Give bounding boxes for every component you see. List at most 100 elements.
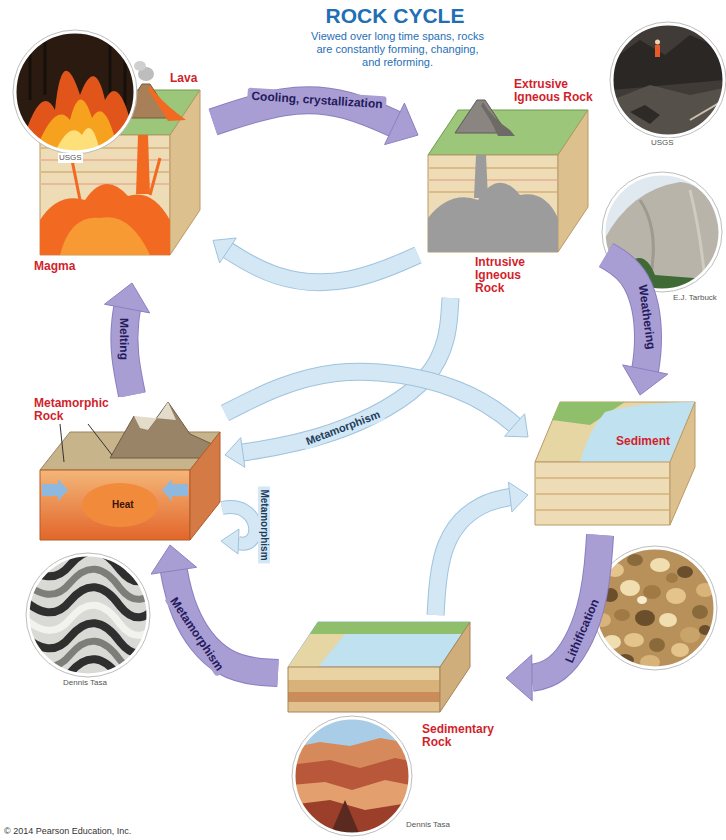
canyon-photo xyxy=(290,715,415,837)
grain-photo xyxy=(671,643,689,657)
canyon-photo xyxy=(290,758,415,835)
scene-node: Sedimentary Rock xyxy=(278,615,506,780)
arrow-head xyxy=(508,482,528,512)
coast-block xyxy=(535,509,670,511)
canyon-photo xyxy=(290,738,415,835)
credit-note: © 2014 Pearson Education, Inc. xyxy=(4,826,131,837)
fire-photo xyxy=(29,30,32,100)
cycle-arrow xyxy=(225,372,528,437)
canyon-photo xyxy=(290,780,415,835)
canyon-photo xyxy=(290,715,415,837)
grain-photo xyxy=(649,638,665,652)
grain-photo xyxy=(637,596,647,604)
grain-photo xyxy=(627,554,643,566)
grain-photo xyxy=(624,633,644,647)
photo-ring xyxy=(13,30,137,154)
rock-label: Heat xyxy=(110,499,136,510)
process-label: Metamorphism xyxy=(164,591,229,677)
rock-label: Metamorphic Rock xyxy=(32,397,126,423)
dome-photo xyxy=(690,190,705,280)
grain-photo xyxy=(666,573,678,583)
grain-photo xyxy=(620,580,640,596)
scene-node: LavaMagma xyxy=(28,70,213,283)
rock-label: Intrusive Igneous Rock xyxy=(473,256,537,295)
strata-block xyxy=(288,634,345,667)
fire-photo xyxy=(10,28,140,160)
coast-block xyxy=(670,402,695,525)
arrow-outline xyxy=(225,372,528,437)
strata-block xyxy=(288,680,440,692)
flow-field-photo xyxy=(655,40,660,45)
volcano-block xyxy=(134,61,146,71)
volcano-block xyxy=(40,135,170,255)
volcano-block xyxy=(150,158,160,195)
fire-photo xyxy=(20,71,135,160)
igneous-block xyxy=(428,155,558,252)
mountain-block xyxy=(82,483,158,527)
scene-node: Extrusive Igneous RockIntrusive Igneous … xyxy=(418,76,606,298)
igneous-block xyxy=(428,100,588,252)
process-label: Lithification xyxy=(560,593,605,669)
cycle-arrow xyxy=(105,283,150,395)
photo-ring xyxy=(28,555,148,675)
grain-photo xyxy=(692,605,708,619)
credit-note: E.J. Tarbuck xyxy=(672,293,718,303)
mountain-block xyxy=(190,432,220,540)
credit-note: USGS xyxy=(58,153,83,163)
self-loop-arrow xyxy=(221,529,239,554)
strata-block xyxy=(440,622,470,712)
cycle-arrow xyxy=(606,255,668,395)
volcano-block xyxy=(148,86,186,121)
igneous-block xyxy=(428,183,558,252)
photo-ring xyxy=(26,553,150,677)
grain-photo xyxy=(635,610,655,626)
coast-block xyxy=(535,402,695,462)
photo-ring xyxy=(610,22,726,138)
diagram-title: ROCK CYCLE xyxy=(300,4,490,28)
rock-label: Sediment xyxy=(614,435,672,448)
flow-field-photo xyxy=(612,35,724,90)
rock-label: Extrusive Igneous Rock xyxy=(512,78,604,104)
igneous-block xyxy=(428,167,558,169)
self-loop-arrow xyxy=(221,507,255,554)
igneous-block xyxy=(481,102,515,136)
strata-block xyxy=(288,622,470,712)
arrow-band xyxy=(213,240,418,282)
mountain-block xyxy=(60,424,64,462)
mountain-block xyxy=(40,470,190,540)
rock-label: Sedimentary Rock xyxy=(420,723,504,749)
arrow-head xyxy=(213,238,236,263)
arrow-head xyxy=(505,414,528,437)
photo-ring xyxy=(15,32,135,152)
process-label: Weathering xyxy=(634,280,660,355)
grain-photo xyxy=(666,588,686,604)
coast-block xyxy=(535,402,695,525)
process-label: Melting xyxy=(116,314,132,364)
strata-block xyxy=(288,692,440,702)
coast-block xyxy=(535,493,670,495)
rock-label: Magma xyxy=(32,260,77,273)
arrow-head xyxy=(506,655,532,701)
process-label: Metamorphism xyxy=(301,406,387,451)
cycle-arrow xyxy=(436,482,528,615)
grain-photo xyxy=(677,566,693,578)
credit-note: USGS xyxy=(650,138,675,148)
process-label: Cooling, crystallization xyxy=(247,88,387,113)
strata-block xyxy=(288,622,470,667)
flow-field-photo xyxy=(608,20,726,140)
banded-photo xyxy=(20,551,160,689)
arrow-head xyxy=(385,103,418,145)
volcano-block xyxy=(136,135,150,194)
flow-field-photo xyxy=(612,85,724,140)
photo-ring xyxy=(595,548,715,668)
mountain-block xyxy=(88,424,112,455)
loop-label: Metamorphism xyxy=(258,486,270,563)
coast-block xyxy=(535,477,670,479)
credit-note: Dennis Tasa xyxy=(62,678,108,688)
flow-field-photo xyxy=(608,20,726,140)
strata-block xyxy=(288,702,440,712)
scene-node: Metamorphic RockHeat xyxy=(30,395,225,545)
grain-photo xyxy=(680,627,700,643)
grain-photo xyxy=(614,609,630,621)
